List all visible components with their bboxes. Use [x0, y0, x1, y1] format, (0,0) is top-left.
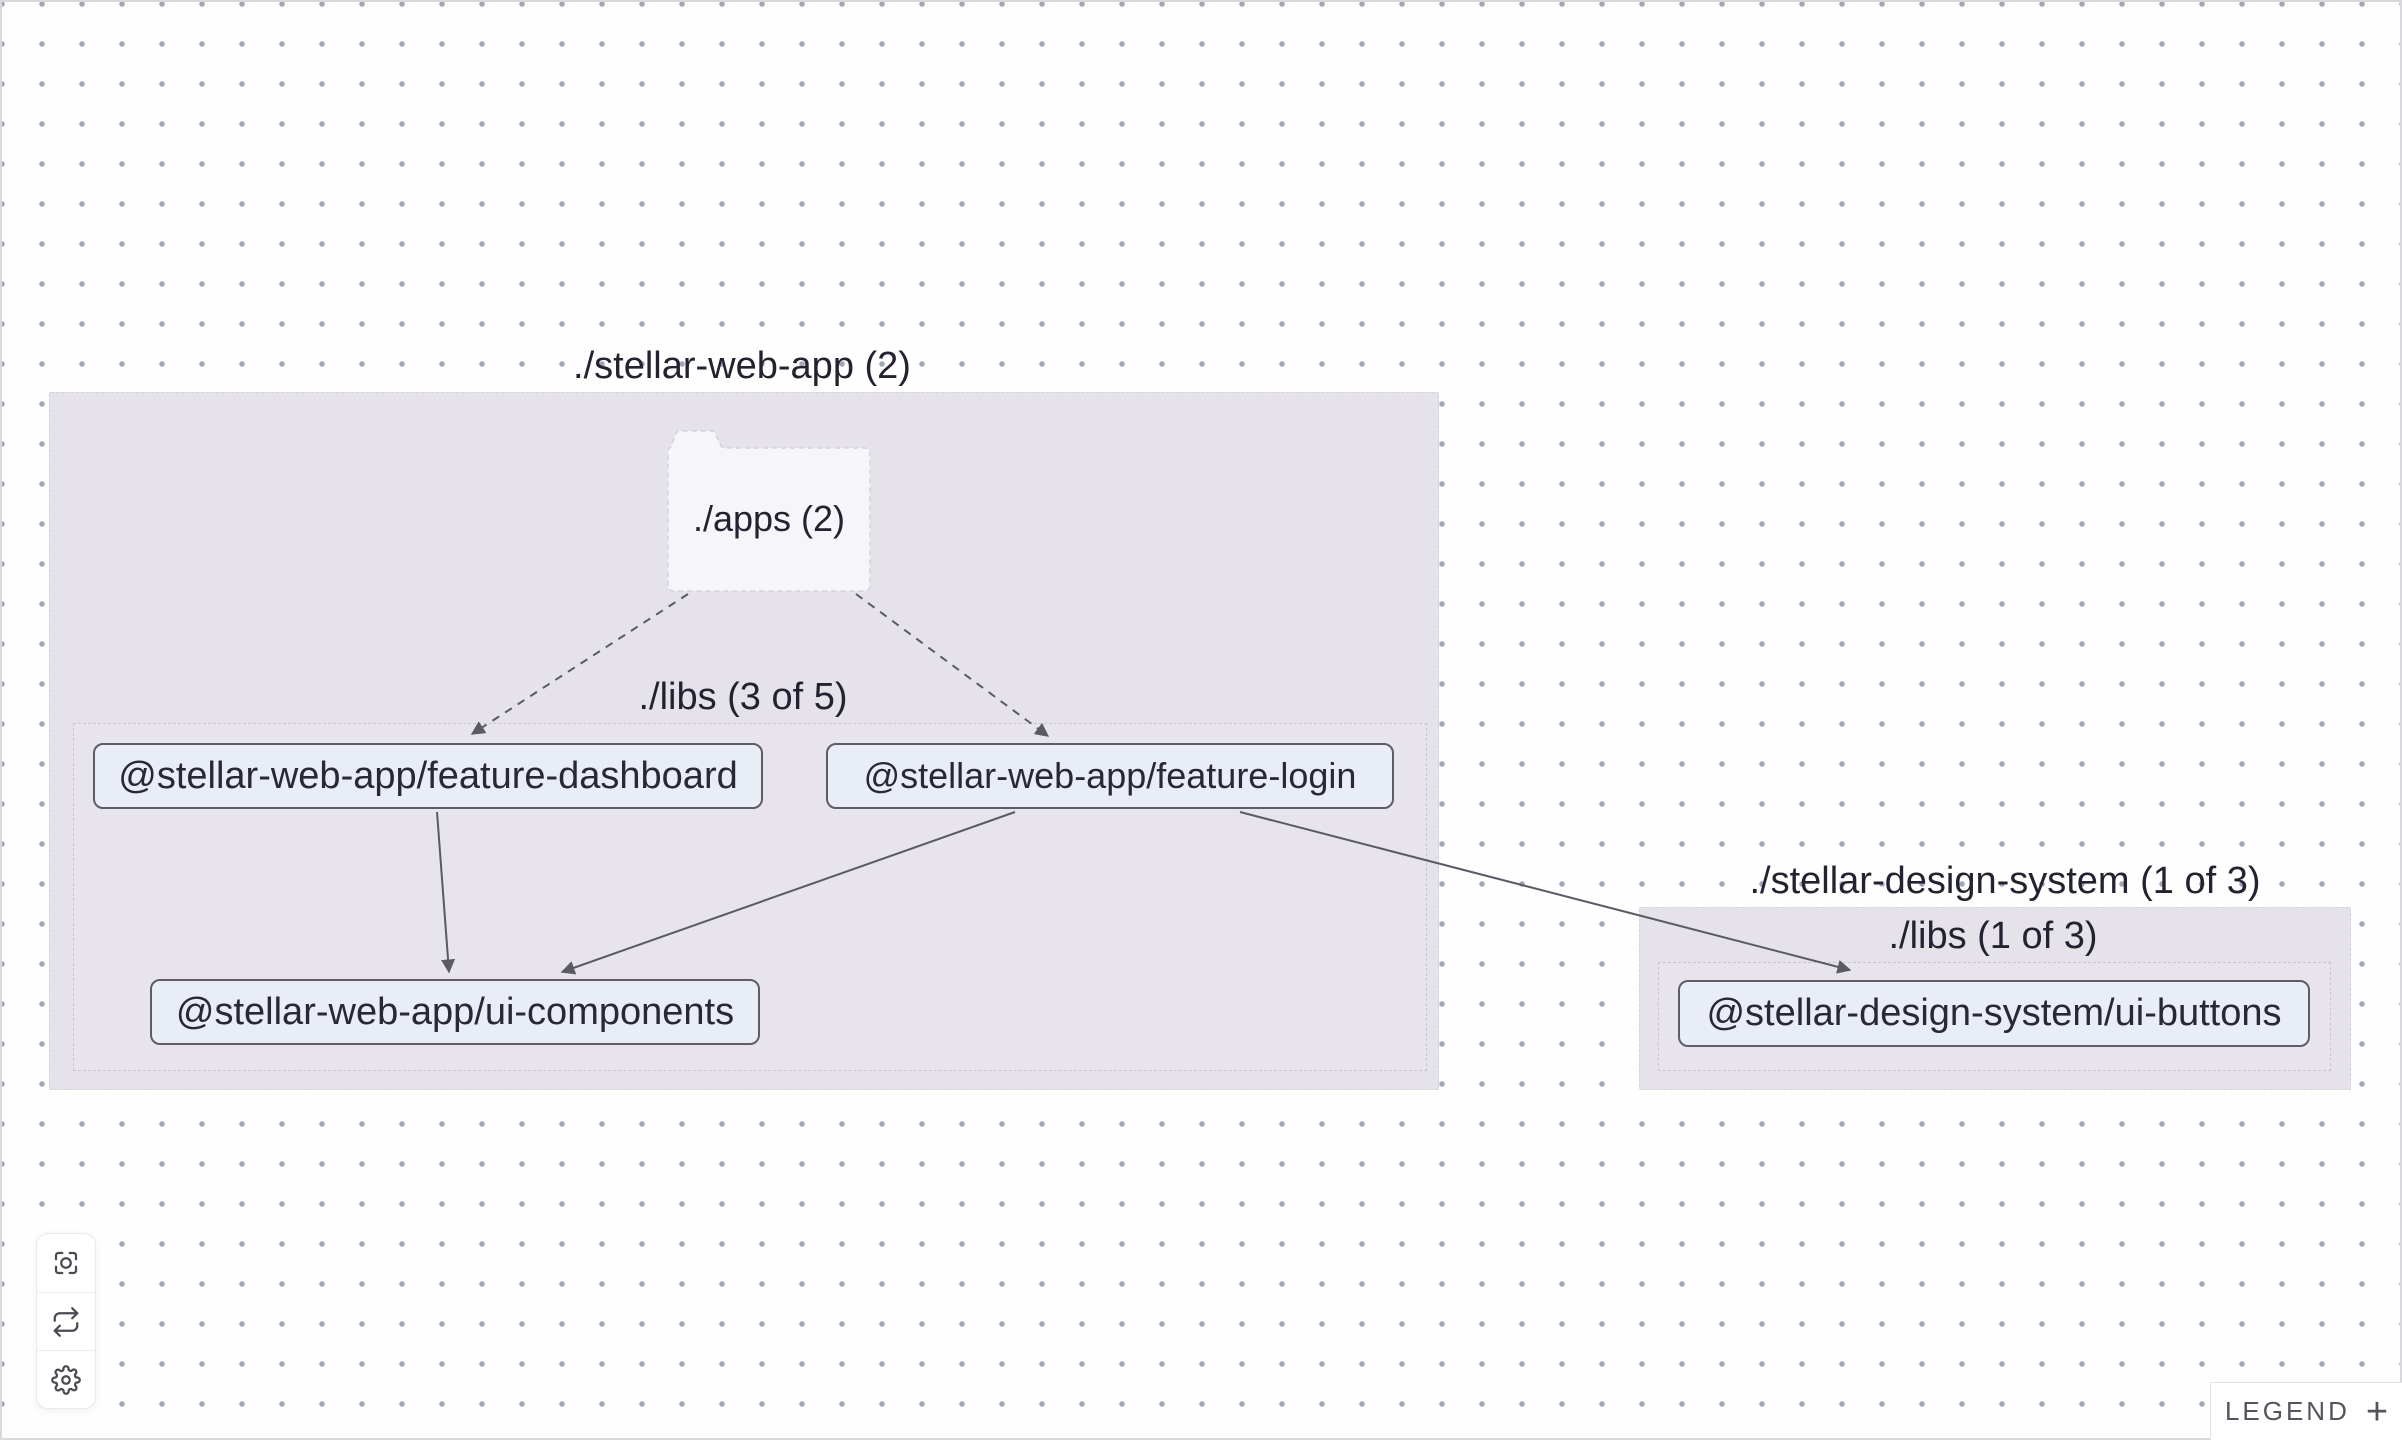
edge-feature-dashboard-to-ui-components[interactable]	[436, 811, 456, 974]
group-label-stellar-design-system[interactable]: ./stellar-design-system (1 of 3)	[1749, 860, 2261, 902]
legend-expand-icon: +	[2365, 1390, 2389, 1433]
edge-apps-to-feature-dashboard[interactable]	[470, 593, 689, 735]
edge-feature-login-to-ui-buttons[interactable]	[1239, 811, 1852, 974]
group-label-webapp-libs[interactable]: ./libs (3 of 5)	[638, 676, 848, 718]
focus-icon	[54, 1251, 78, 1275]
graph-toolbar	[36, 1233, 96, 1409]
settings-button[interactable]	[37, 1350, 95, 1408]
edge-apps-to-feature-login[interactable]	[855, 593, 1050, 737]
group-label-design-libs[interactable]: ./libs (1 of 3)	[1888, 915, 2098, 957]
node-ui-components[interactable]: @stellar-web-app/ui-components	[150, 979, 760, 1045]
folder-label-apps[interactable]: ./apps (2)	[692, 498, 846, 539]
refresh-icon	[53, 1306, 79, 1337]
refresh-button[interactable]	[37, 1292, 95, 1350]
settings-icon	[51, 1364, 81, 1395]
node-ui-buttons[interactable]: @stellar-design-system/ui-buttons	[1678, 980, 2310, 1047]
node-feature-dashboard[interactable]: @stellar-web-app/feature-dashboard	[93, 743, 763, 809]
group-label-stellar-web-app[interactable]: ./stellar-web-app (2)	[573, 345, 911, 387]
folder-apps-shape[interactable]	[667, 430, 871, 592]
node-feature-login[interactable]: @stellar-web-app/feature-login	[826, 743, 1394, 809]
focus-button[interactable]	[37, 1234, 95, 1292]
edge-feature-login-to-ui-components[interactable]	[560, 811, 1016, 975]
legend-button[interactable]: LEGEND +	[2210, 1382, 2402, 1440]
legend-label: LEGEND	[2224, 1396, 2350, 1426]
